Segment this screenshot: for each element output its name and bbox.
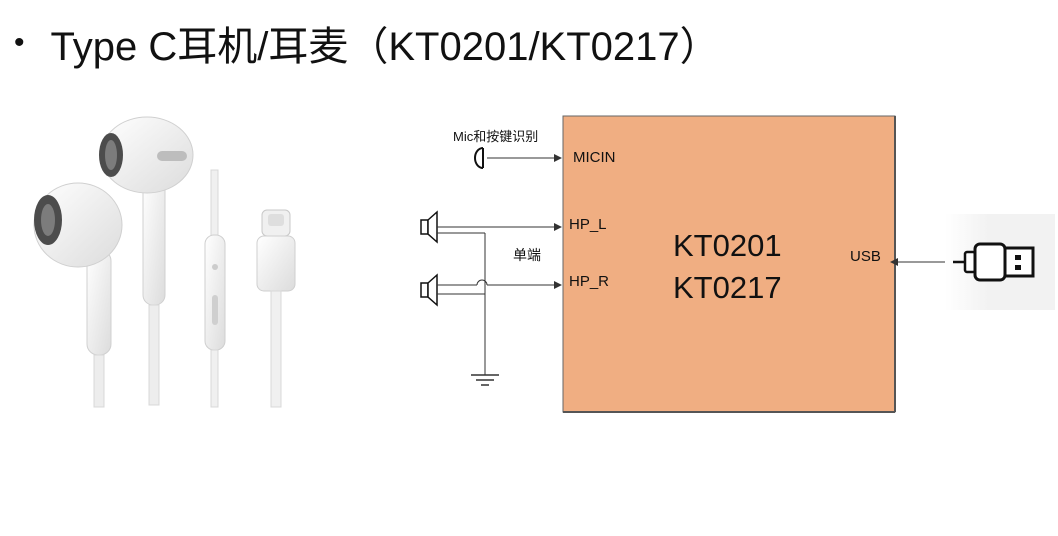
mic-label: Mic和按键识别	[453, 129, 539, 144]
circuit-diagram: Mic和按键识别 MICIN HP_L 单端 HP_R KT0201 KT021…	[405, 110, 1055, 430]
right-earbud	[99, 116, 194, 406]
pin-hp-l: HP_L	[569, 216, 607, 233]
chip-name-1: KT0201	[673, 228, 782, 263]
earphones-illustration	[33, 116, 296, 408]
speaker-right-icon	[420, 273, 438, 307]
chip-block	[562, 115, 896, 413]
pin-micin: MICIN	[573, 149, 616, 166]
microphone-icon	[474, 147, 484, 169]
chip-name-2: KT0217	[673, 270, 782, 305]
pin-hp-r: HP_R	[569, 273, 610, 290]
slide-title: • Type C耳机/耳麦（KT0201/KT0217）	[14, 14, 720, 72]
single-ended-label: 单端	[513, 247, 541, 263]
circuit-lines	[420, 115, 1055, 413]
usb-plug-icon	[953, 242, 1035, 282]
left-earbud	[33, 182, 123, 408]
bullet-dot: •	[14, 26, 25, 59]
ground-symbol	[471, 374, 499, 386]
inline-remote	[204, 169, 226, 408]
title-text: Type C耳机/耳麦（KT0201/KT0217）	[50, 25, 720, 69]
pin-usb: USB	[850, 248, 881, 265]
speaker-left-icon	[420, 210, 438, 244]
usb-c-plug	[256, 209, 296, 408]
